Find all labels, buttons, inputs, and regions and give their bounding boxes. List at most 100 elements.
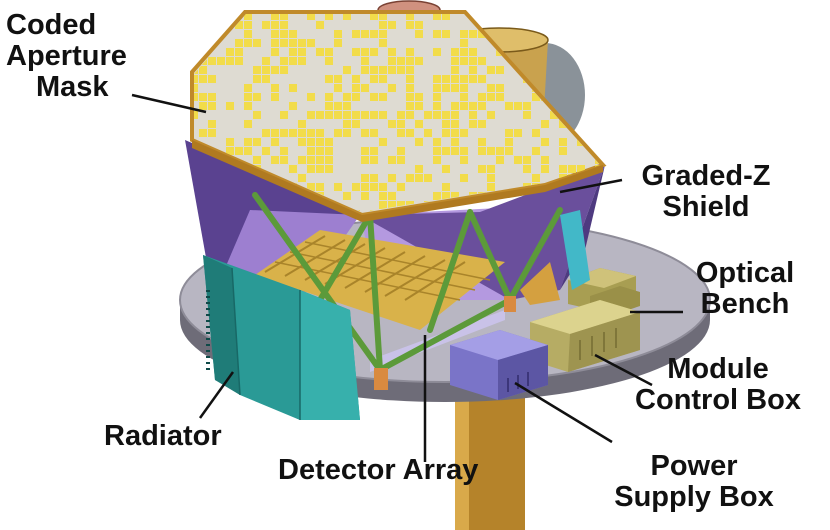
mask-cell [550, 14, 558, 20]
mask-cell [271, 66, 279, 74]
mask-cell [604, 201, 612, 209]
mask-cell [406, 75, 414, 83]
mask-cell [316, 165, 324, 173]
mask-cell [478, 138, 486, 146]
mask-cell [415, 138, 423, 146]
mask-cell [586, 93, 594, 101]
mask-cell [235, 21, 243, 29]
mask-cell [559, 30, 567, 38]
mask-label-line3: Mask [36, 71, 109, 103]
mask-cell [316, 183, 324, 191]
mask-cell [478, 14, 486, 20]
mask-cell [586, 75, 594, 83]
mask-cell [361, 174, 369, 182]
mask-cell [352, 48, 360, 56]
mask-cell [415, 120, 423, 128]
mask-cell [244, 39, 252, 47]
mask-cell [433, 138, 441, 146]
mask-cell [478, 30, 486, 38]
mask-cell [361, 30, 369, 38]
mask-cell [487, 147, 495, 155]
mask-cell [496, 93, 504, 101]
mask-cell [487, 84, 495, 92]
mask-cell [334, 84, 342, 92]
mask-cell [325, 138, 333, 146]
mask-cell [334, 75, 342, 83]
mask-cell [523, 102, 531, 110]
mask-cell [433, 111, 441, 119]
mask-cell [577, 21, 585, 29]
mask-cell [397, 183, 405, 191]
mask-cell [343, 129, 351, 137]
mask-cell [253, 93, 261, 101]
mask-cell [415, 30, 423, 38]
mask-cell [298, 120, 306, 128]
mask-cell [478, 102, 486, 110]
mask-cell [478, 120, 486, 128]
mask-cell [379, 111, 387, 119]
mask-cell [244, 21, 252, 29]
label-detector-array: Detector Array [278, 455, 478, 486]
mask-cell [604, 156, 612, 164]
power-supply-box [450, 330, 548, 400]
radiator-label-line1: Radiator [104, 420, 222, 452]
mask-cell [325, 102, 333, 110]
mask-cell [280, 39, 288, 47]
mask-cell [298, 39, 306, 47]
mask-cell [289, 48, 297, 56]
mask-cell [406, 84, 414, 92]
mask-cell [433, 84, 441, 92]
mask-cell [559, 165, 567, 173]
mask-cell [532, 174, 540, 182]
mask-cell [325, 14, 333, 20]
mask-cell [505, 147, 513, 155]
mask-cell [514, 21, 522, 29]
mask-cell [451, 120, 459, 128]
mask-cell [487, 174, 495, 182]
mask-cell [595, 129, 600, 137]
mask-cell [253, 75, 261, 83]
mask-cell [199, 66, 207, 74]
mask-cell [406, 111, 414, 119]
mask-cell [496, 156, 504, 164]
mask-cell [361, 156, 369, 164]
mask-cell [361, 129, 369, 137]
mask-cell [271, 84, 279, 92]
mask-cell [415, 57, 423, 65]
mask-cell [289, 84, 297, 92]
mask-cell [379, 138, 387, 146]
mask-cell [316, 147, 324, 155]
mask-cell [316, 156, 324, 164]
mask-cell [397, 201, 405, 209]
mask-cell [325, 165, 333, 173]
mask-cell [460, 30, 468, 38]
mask-cell [586, 21, 594, 29]
mask-cell [469, 102, 477, 110]
mask-cell [451, 102, 459, 110]
mask-cell [217, 14, 225, 20]
mask-cell [361, 84, 369, 92]
mask-cell [343, 93, 351, 101]
mask-cell [370, 147, 378, 155]
bench-label-line2: Bench [700, 288, 790, 320]
mask-cell [442, 183, 450, 191]
truss-struts [252, 192, 563, 373]
mask-cell [244, 138, 252, 146]
mask-cell [388, 66, 396, 74]
mask-cell [253, 138, 261, 146]
mask-cell [370, 14, 378, 20]
mask-cell [271, 14, 279, 20]
mask-cell [199, 129, 207, 137]
mask-cell [460, 75, 468, 83]
mask-cell [424, 111, 432, 119]
mask-cell [280, 21, 288, 29]
mask-cell [307, 183, 315, 191]
mask-cell [523, 21, 531, 29]
mask-cell [208, 75, 216, 83]
mask-cell [307, 111, 315, 119]
mask-cell [433, 192, 441, 200]
mask-cell [388, 84, 396, 92]
mask-cell [307, 165, 315, 173]
mask-cell [343, 66, 351, 74]
